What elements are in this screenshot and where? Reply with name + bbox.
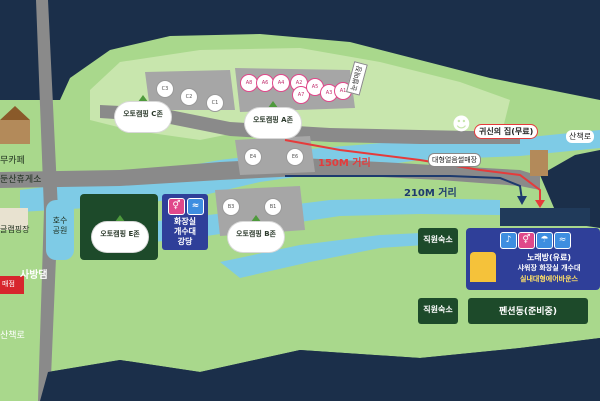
facility-line1: 화장실 [173,217,197,226]
pension-building[interactable]: 펜션동(준비중) [499,307,557,317]
tent-icon [112,215,128,226]
facility-line2: 개수대 [173,227,197,236]
trail-label-right: 산책로 [566,130,595,143]
toilet-icon: ⚥ [168,198,185,215]
ice-sled-label[interactable]: 대형얼음썰매장 [428,153,482,167]
info-line2: 샤워장 화장실 개수대 [517,264,581,272]
bounce-house-icon [470,252,496,282]
site-a4[interactable]: A4 [272,74,290,92]
site-b3[interactable]: B3 [222,198,240,216]
staff-quarters-bottom[interactable]: 직원숙소 [423,305,453,314]
site-e6[interactable]: E6 [286,148,304,166]
tent-icon [265,101,281,112]
info-line3: 실내대형에어바운스 [520,275,578,283]
ghost-icon: ☻ [452,114,471,135]
faucet-icon: ≈ [554,232,571,249]
distance-210m: 210M 거리 [404,188,457,199]
site-c2[interactable]: C2 [180,88,198,106]
trail-label-left: 산책로 [0,331,25,341]
shop-label: 매점 [2,280,15,288]
distance-150m: 150M 거리 [318,158,371,169]
glamping-label: 글램핑장 [0,225,30,234]
lake-label: 호수공원 [52,216,68,235]
tent-icon [135,95,151,106]
mic-icon: ♪ [500,232,517,249]
cafe-label: 무카페 [0,156,25,166]
site-b1[interactable]: B1 [264,198,282,216]
staff-quarters-top[interactable]: 직원숙소 [423,235,453,244]
zone-a-label: 오토캠핑 A존 [252,116,294,124]
zone-e-label: 오토캠핑 E존 [100,230,140,238]
zone-e-badge: 오토캠핑 E존 [92,214,148,254]
faucet-icon: ≈ [187,198,204,215]
site-e4[interactable]: E4 [244,148,262,166]
rest-area-label: 둔산휴게소 [0,175,42,185]
zone-b-badge: 오토캠핑 B존 [228,214,284,254]
tent-icon [248,215,264,226]
site-a7[interactable]: A7 [292,86,310,104]
zone-a-badge: 오토캠핑 A존 [245,100,301,140]
zone-c-badge: 오토캠핑 C존 [115,94,171,134]
dam-label: 사방댐 [20,270,48,281]
site-c1[interactable]: C1 [206,94,224,112]
facility-block[interactable]: ⚥ ≈ 화장실 개수대 강당 [162,194,208,250]
site-c3[interactable]: C3 [156,80,174,98]
info-panel[interactable]: ♪ ⚥ ☂ ≈ 노래방(유료) 샤워장 화장실 개수대 실내대형에어바운스 [466,228,600,290]
zone-b-label: 오토캠핑 B존 [236,230,276,238]
shower-icon: ☂ [536,232,553,249]
toilet-icon: ⚥ [518,232,535,249]
ghost-house-label[interactable]: 귀신의 집(무료) [474,124,539,139]
facility-line3: 강당 [177,237,193,246]
info-line1: 노래방(유료) [526,253,572,262]
zone-c-label: 오토캠핑 C존 [123,110,163,118]
